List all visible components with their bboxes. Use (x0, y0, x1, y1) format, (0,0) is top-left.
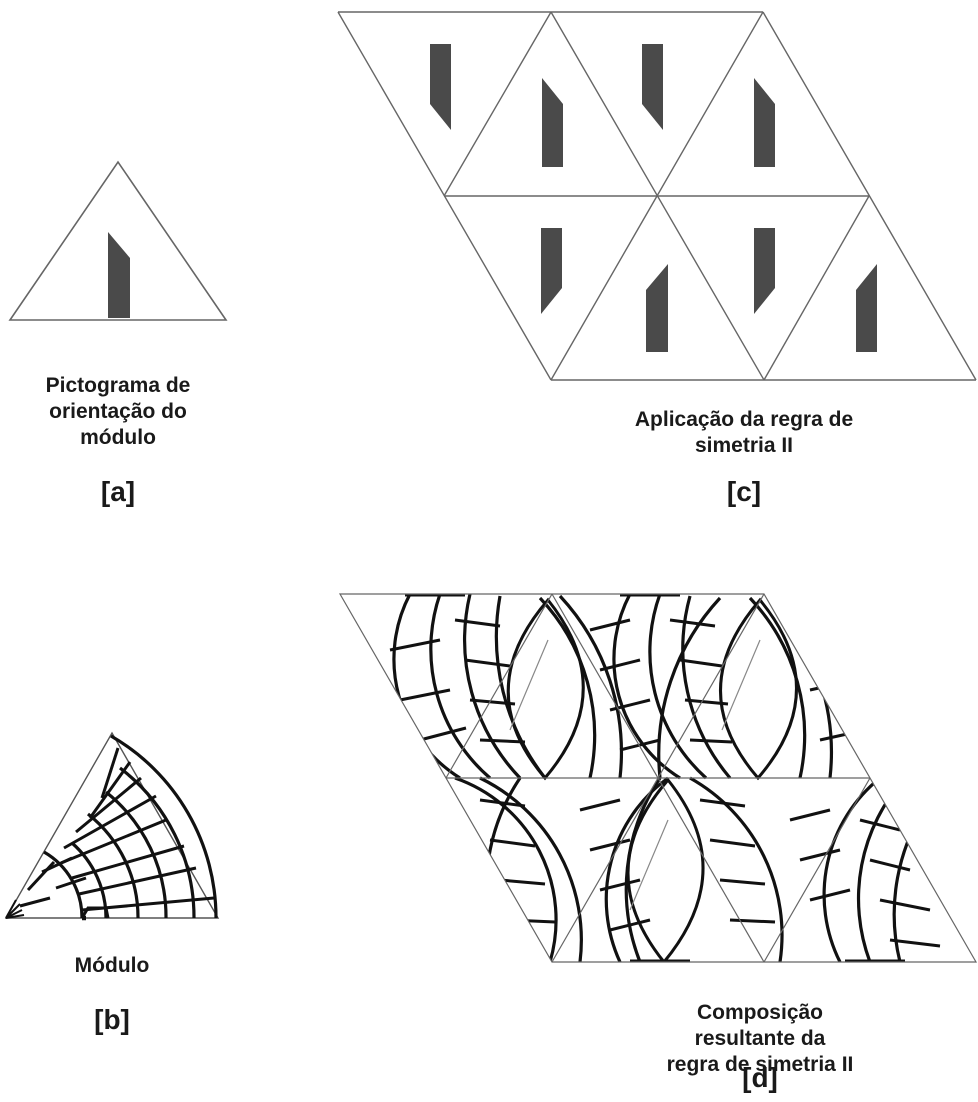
label-c: [c] (726, 476, 762, 507)
panel-c-markers (430, 44, 877, 352)
caption-c: Aplicação da regra de simetria II (634, 408, 854, 457)
caption-d: Composição resultante da regra de simetr… (666, 1001, 854, 1076)
module-triangle (4, 731, 220, 919)
caption-a: Pictograma de orientação do módulo (45, 374, 191, 449)
pictogram-triangle (8, 160, 228, 321)
panel-a-pictogram (8, 160, 228, 321)
label-b: [b] (94, 1004, 130, 1035)
orientation-marker (108, 232, 130, 318)
panel-c-tiling (337, 11, 977, 381)
panel-b-module (4, 731, 220, 919)
label-a: [a] (100, 476, 136, 507)
panel-d-composition (338, 593, 978, 963)
caption-b: Módulo (74, 954, 150, 977)
label-d: [d] (742, 1062, 778, 1093)
